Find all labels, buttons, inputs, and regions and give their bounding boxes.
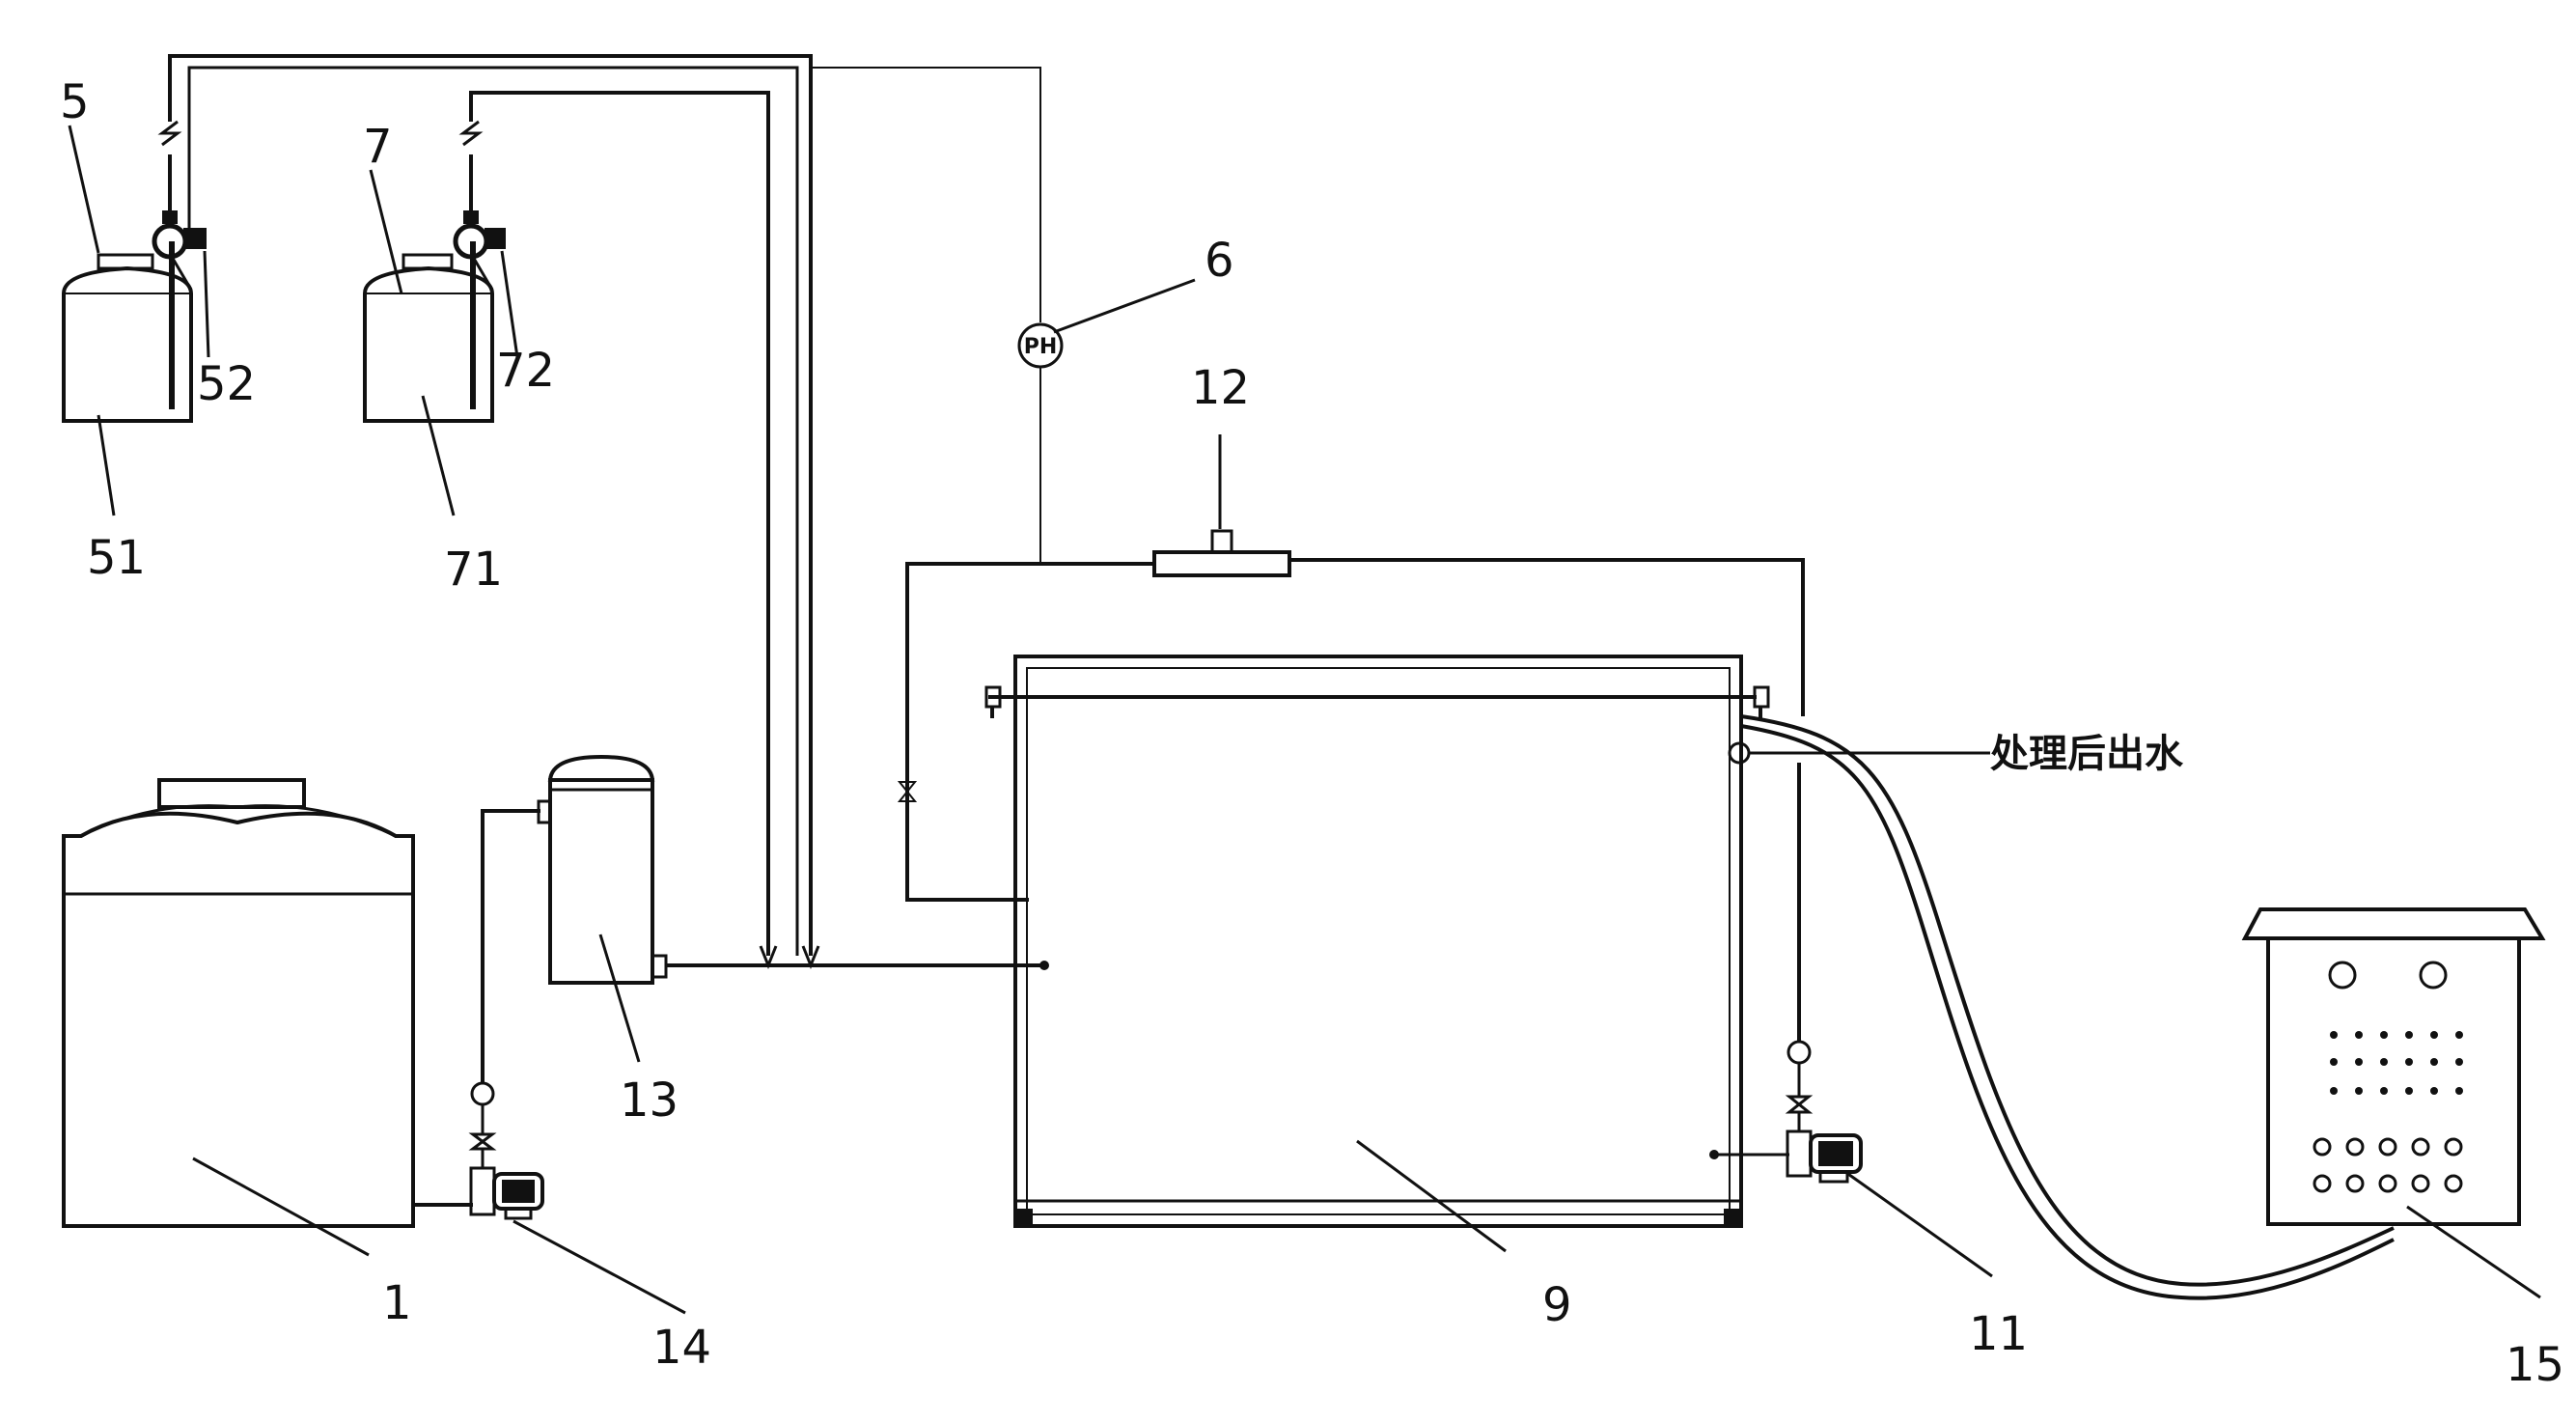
dosing-tank-51 — [62, 241, 193, 423]
circulation-pump-11 — [1785, 763, 1863, 1184]
dosing-line-5 — [157, 54, 820, 970]
ph-meter-6: PH — [811, 67, 1064, 564]
control-box-buttons — [2313, 1137, 2463, 1193]
label-9: 9 — [1542, 1278, 1572, 1332]
label-72: 72 — [496, 344, 555, 398]
label-7: 7 — [363, 120, 393, 174]
label-11: 11 — [1969, 1307, 2028, 1361]
label-5: 5 — [60, 75, 90, 129]
ph-label: PH — [1024, 335, 1058, 359]
outlet-label: 处理后出水 — [1990, 732, 2184, 776]
label-52: 52 — [197, 357, 256, 411]
dosing-line-7 — [458, 91, 778, 970]
filter-13 — [547, 754, 1049, 985]
dosing-pump-52 — [152, 210, 207, 291]
label-6: 6 — [1205, 234, 1234, 288]
label-13: 13 — [620, 1073, 679, 1128]
reactor-tank-9 — [984, 655, 1990, 1228]
label-14: 14 — [652, 1321, 711, 1375]
label-71: 71 — [444, 543, 503, 597]
label-12: 12 — [1191, 361, 1250, 415]
feed-pump-14 — [413, 799, 552, 1220]
control-cable — [1740, 714, 2395, 1300]
label-1: 1 — [382, 1276, 412, 1330]
recirculation-loop — [897, 558, 1805, 902]
raw-water-tank — [62, 778, 415, 1228]
dosing-tank-71 — [363, 241, 494, 423]
control-box-indicators — [2330, 1031, 2463, 1095]
dosing-pump-72 — [453, 210, 506, 291]
flowmeter-12 — [1152, 434, 1291, 577]
label-15: 15 — [2506, 1338, 2564, 1392]
control-box-15 — [2241, 907, 2546, 1226]
label-51: 51 — [87, 531, 146, 585]
